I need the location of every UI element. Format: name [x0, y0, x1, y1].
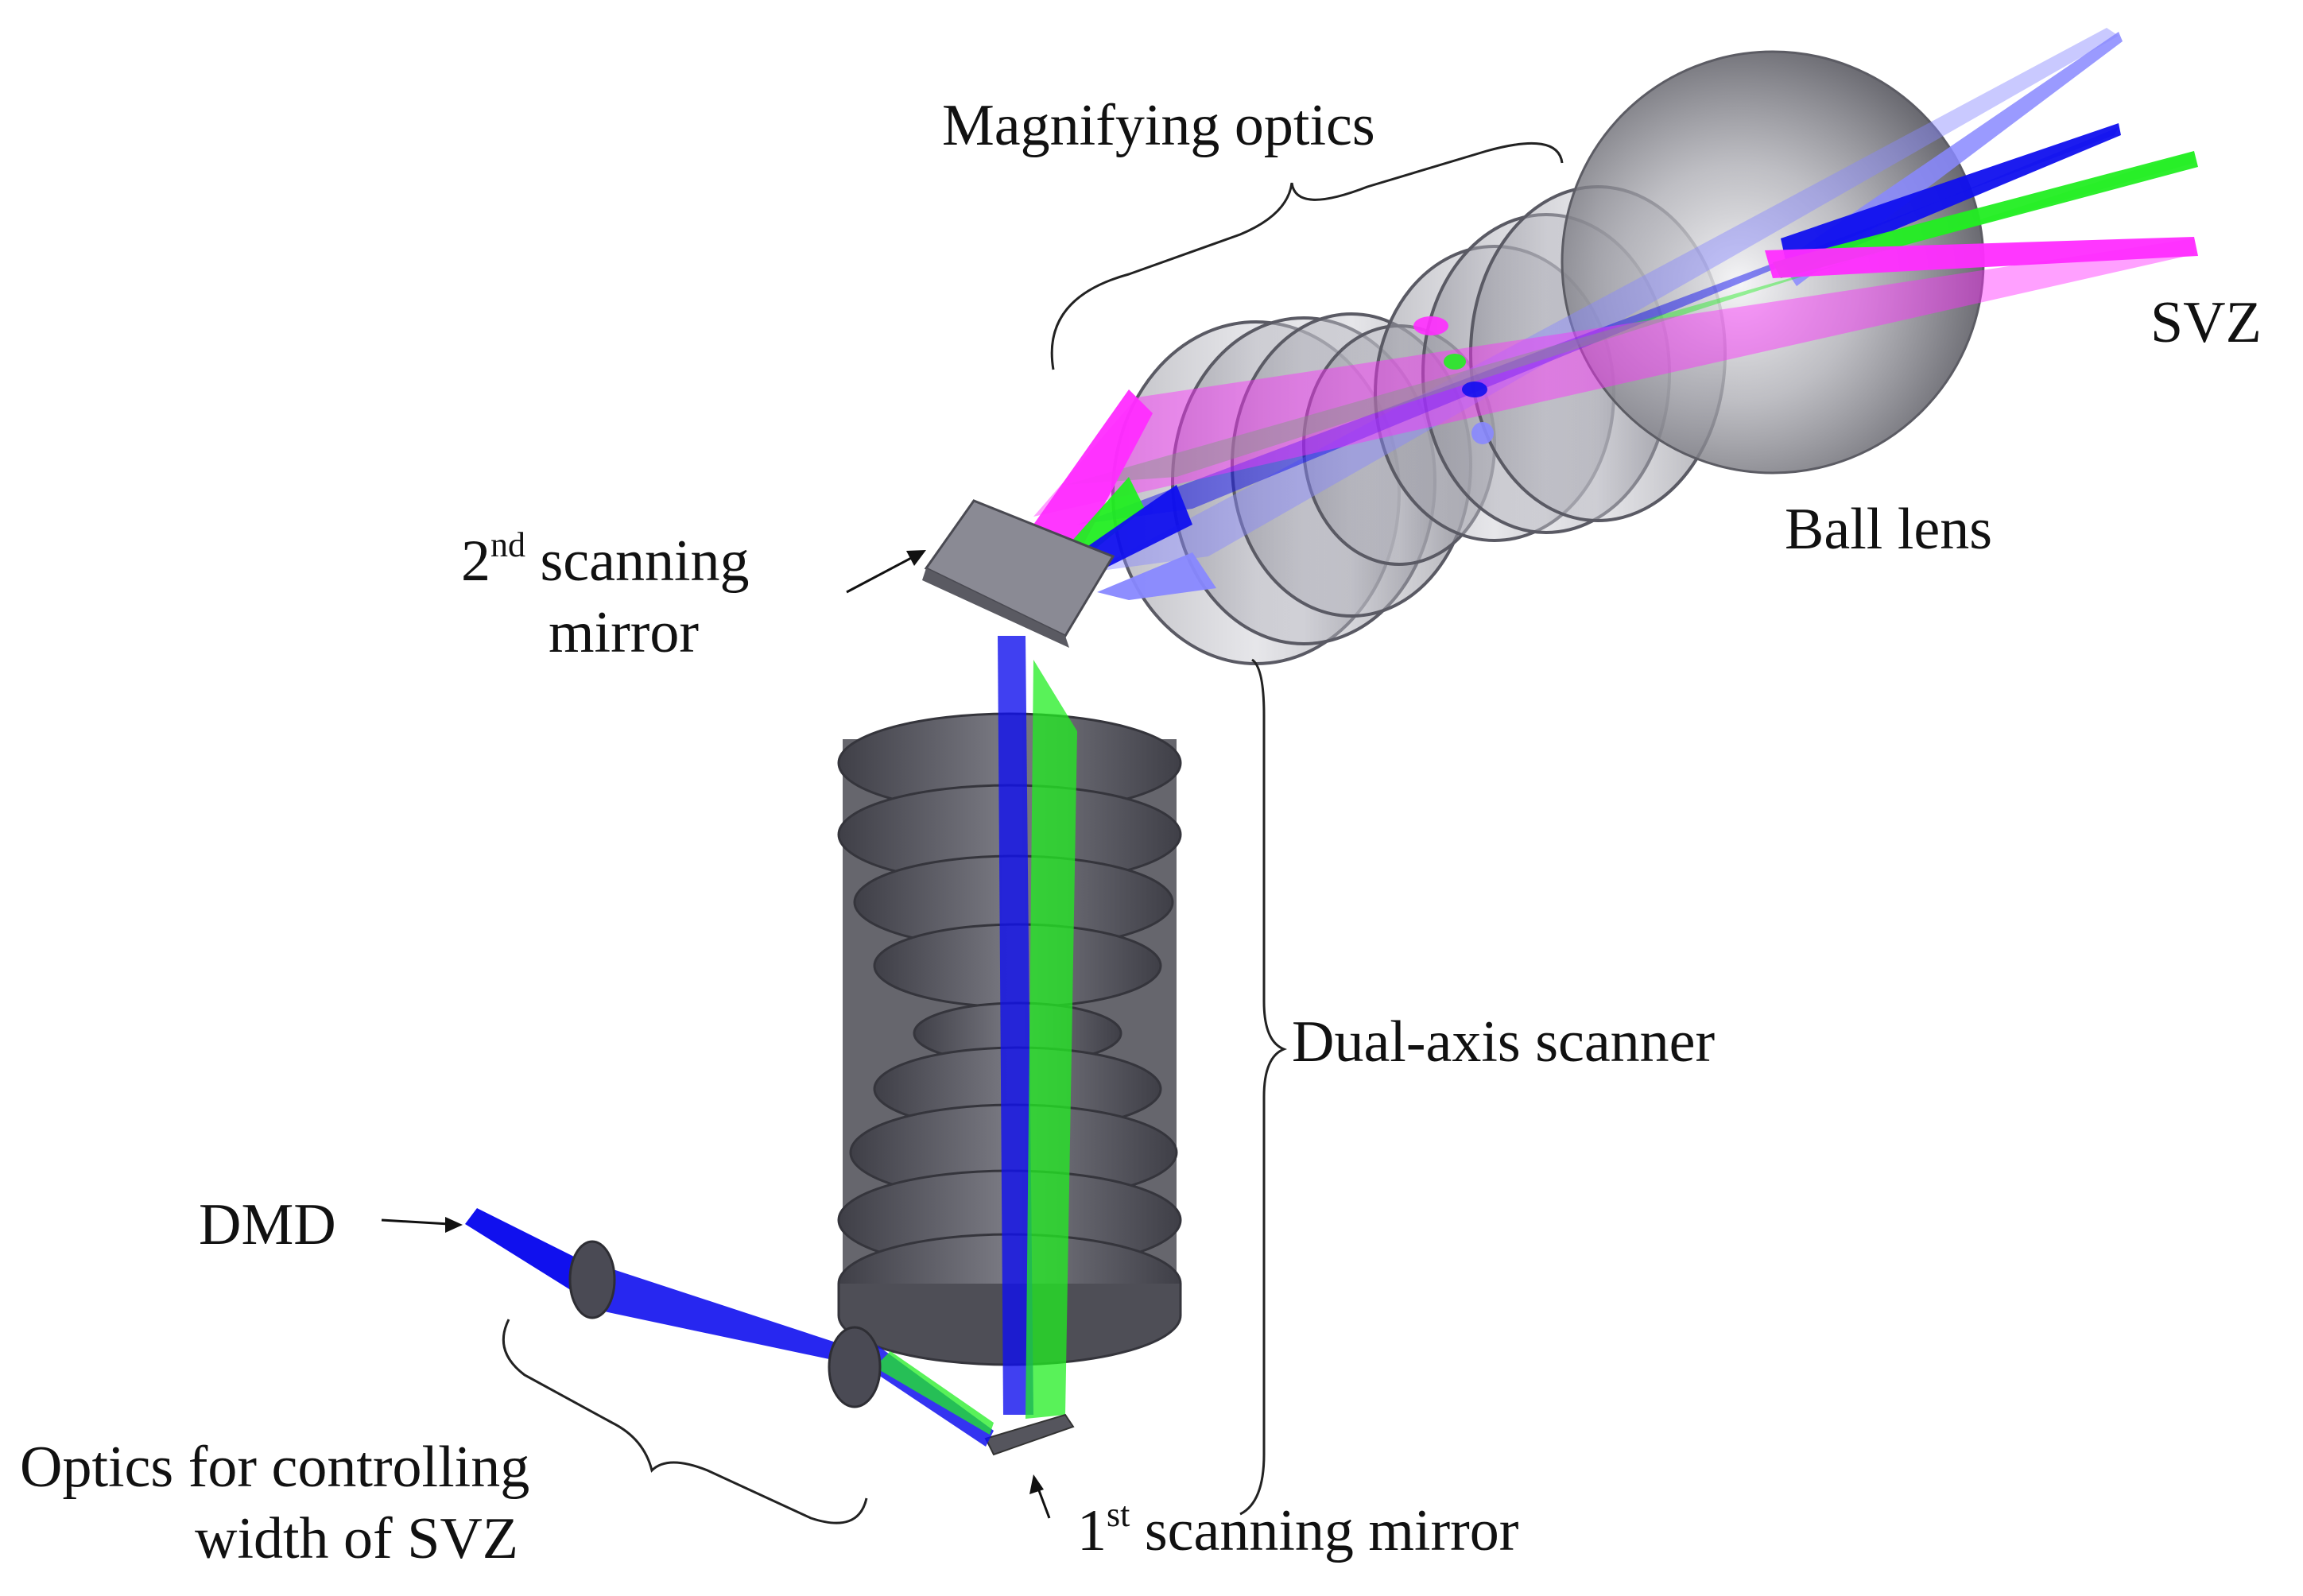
dmd-beam-2	[596, 1264, 867, 1367]
dmd-lens-2	[828, 1326, 882, 1408]
vertical-beam-paths	[998, 636, 1077, 1419]
beam-magenta-main	[1033, 238, 2194, 517]
dual-axis-scanner-brace	[1239, 658, 1288, 1516]
label-ball-lens: Ball lens	[1785, 497, 1992, 562]
label-first-mirror: 1st scanning mirror	[1077, 1495, 1518, 1563]
spot-blue	[1462, 382, 1487, 397]
label-first-mirror-rest: scanning mirror	[1130, 1498, 1518, 1563]
dmd-optics-path	[465, 1208, 994, 1447]
label-svz: SVZ	[2150, 290, 2262, 355]
spot-light-blue	[1471, 422, 1494, 444]
dmd-beam-green	[874, 1351, 994, 1435]
label-second-mirror-rest: scanning	[525, 529, 750, 594]
label-second-mirror-num: 2	[461, 529, 490, 594]
second-mirror-edge	[922, 568, 1069, 648]
label-optics-line2: width of SVZ	[195, 1506, 518, 1571]
cone-blue	[1073, 485, 1192, 572]
cone-magenta	[1033, 389, 1153, 548]
second-scanning-mirror	[922, 499, 1115, 648]
label-optics-line1: Optics for controlling	[20, 1435, 529, 1500]
first-scanning-mirror	[984, 1413, 1075, 1456]
label-second-mirror-sup: nd	[490, 525, 525, 564]
vertical-beam-green	[1025, 660, 1077, 1419]
optics-width-brace	[502, 1319, 868, 1524]
cone-green	[1065, 477, 1145, 560]
dmd-lens-1	[568, 1240, 616, 1319]
label-dual-axis-scanner: Dual-axis scanner	[1292, 1009, 1715, 1075]
beam-blue-tip	[1781, 123, 2121, 274]
label-first-mirror-sup: st	[1107, 1495, 1130, 1534]
vertical-beam-blue	[998, 636, 1033, 1415]
upper-beam-paths	[1033, 28, 2198, 600]
magnifying-optics-brace	[1050, 141, 1564, 370]
label-first-mirror-num: 1	[1077, 1498, 1107, 1563]
cone-light-blue	[1097, 552, 1216, 600]
beam-magenta-tip	[1765, 237, 2198, 278]
spot-green	[1444, 354, 1466, 370]
second-mirror-arrow	[846, 550, 926, 594]
label-magnifying-optics: Magnifying optics	[942, 93, 1375, 158]
spot-magenta	[1413, 316, 1448, 335]
beam-green-tip	[1773, 151, 2198, 278]
label-dmd: DMD	[199, 1192, 336, 1257]
first-mirror-arrow	[1029, 1474, 1051, 1519]
dmd-arrow	[381, 1217, 463, 1233]
label-second-mirror-line1: 2nd scanning	[461, 525, 750, 594]
label-second-mirror-line2: mirror	[549, 600, 699, 665]
